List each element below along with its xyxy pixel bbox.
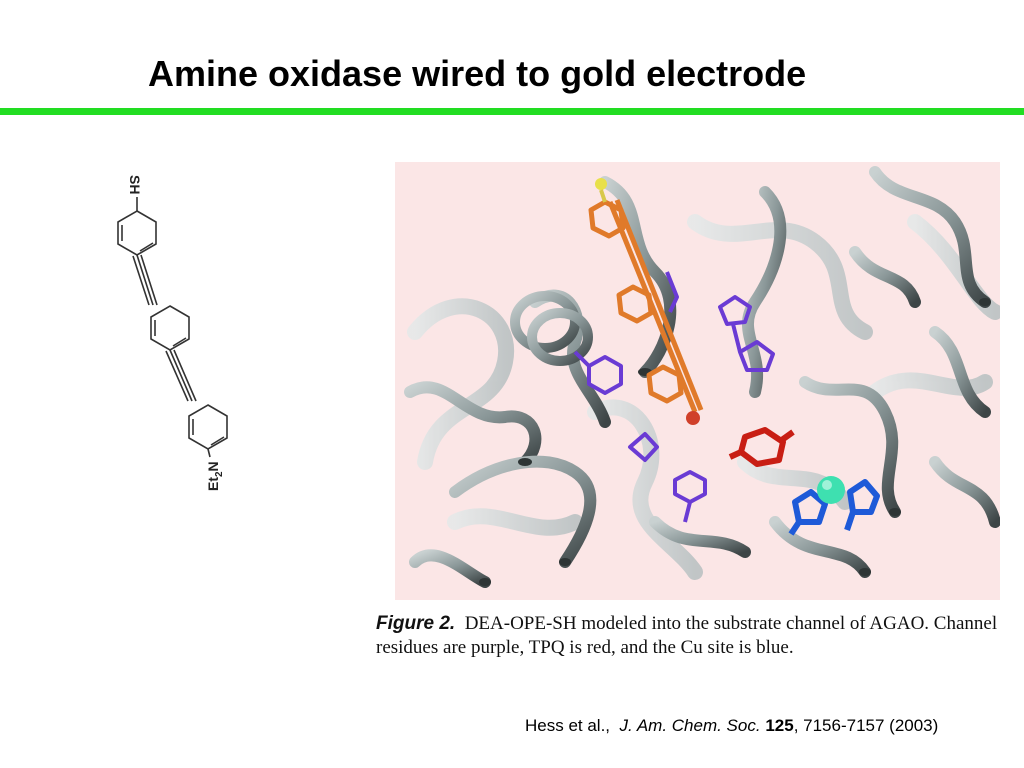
molecule-structure: SH Et2N (117, 175, 228, 491)
citation-journal: J. Am. Chem. Soc. (619, 716, 761, 735)
caption-text: DEA-OPE-SH modeled into the substrate ch… (376, 613, 998, 658)
title-divider (0, 108, 1024, 115)
citation: Hess et al., J. Am. Chem. Soc. 125, 7156… (525, 716, 938, 736)
figure-label: Figure 2. (376, 613, 456, 634)
citation-authors: Hess et al., (525, 716, 611, 735)
slide-title: Amine oxidase wired to gold electrode (148, 53, 807, 94)
protein-ribbon-illustration (404, 166, 1000, 588)
thiol-label: SH (127, 175, 143, 194)
citation-volume: 125 (765, 716, 794, 735)
protein-channel-figure (395, 162, 1000, 600)
figure-caption: Figure 2. DEA-OPE-SH modeled into the su… (376, 612, 1021, 660)
citation-pages: , 7156-7157 (2003) (793, 716, 939, 735)
amine-label: Et2N (205, 461, 225, 491)
